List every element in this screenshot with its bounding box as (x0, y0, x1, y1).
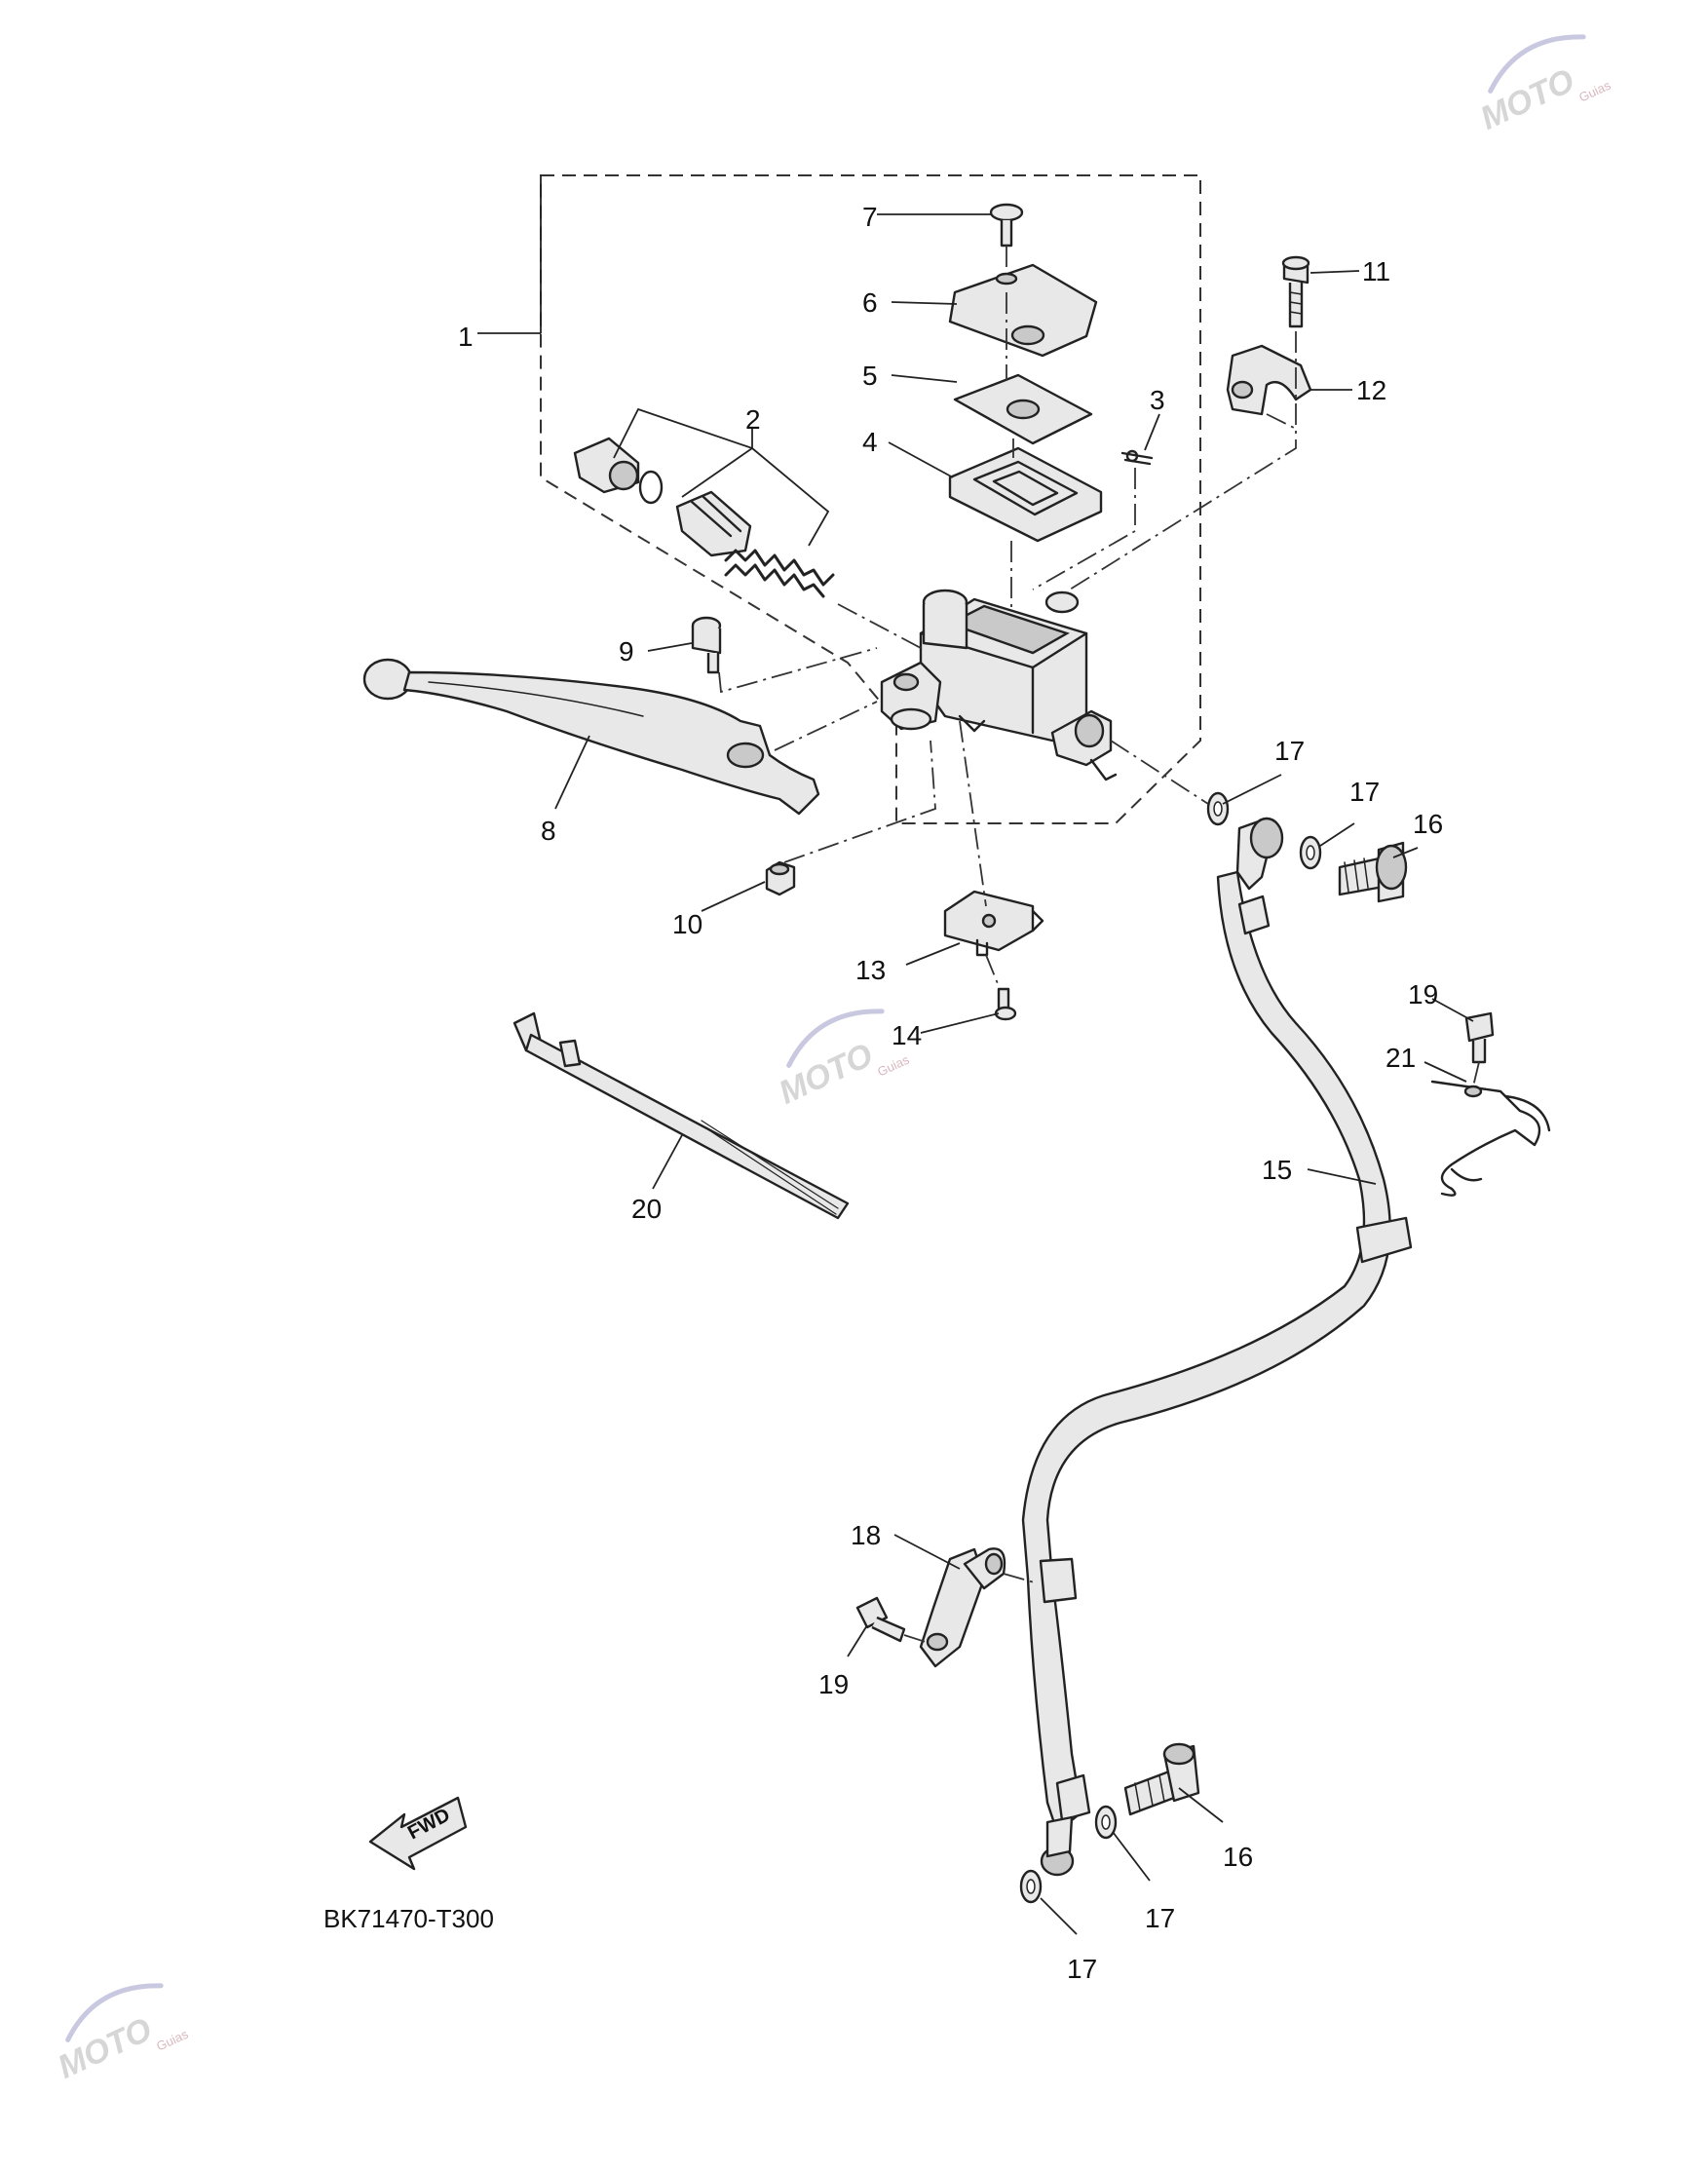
lever-bolt-9[interactable] (691, 616, 722, 674)
cap-screw-7[interactable] (989, 203, 1024, 248)
brake-lever-8[interactable] (362, 658, 820, 816)
label-part-12[interactable]: 12 (1356, 375, 1386, 405)
label-part-2[interactable]: 2 (745, 404, 761, 435)
label-part-5[interactable]: 5 (862, 361, 878, 391)
label-part-1[interactable]: 1 (458, 322, 474, 352)
holder-bolt-19-upper[interactable] (1464, 1011, 1495, 1064)
union-bolt-16-upper[interactable] (1338, 841, 1408, 903)
plate-5[interactable] (953, 373, 1093, 445)
diagram-code: BK71470-T300 (323, 1904, 494, 1933)
brake-hose-15[interactable] (1021, 817, 1413, 1877)
copper-washer-17-b[interactable] (1299, 835, 1322, 870)
svg-text:MOTO: MOTO (53, 2011, 158, 2086)
svg-text:Guias: Guias (875, 1051, 912, 1079)
label-part-16a[interactable]: 16 (1413, 809, 1443, 839)
reservoir-cap-6[interactable] (948, 263, 1098, 358)
svg-text:Guias: Guias (154, 2026, 191, 2053)
label-part-16b[interactable]: 16 (1223, 1842, 1253, 1872)
cotter-pin-3[interactable] (1120, 449, 1154, 466)
watermark-bottom-left: MOTO Guias (53, 1983, 191, 2086)
label-part-8[interactable]: 8 (541, 816, 556, 846)
nut-10[interactable] (765, 860, 796, 896)
label-part-11[interactable]: 11 (1362, 256, 1390, 286)
cable-tie-20[interactable] (512, 1011, 850, 1220)
label-part-21[interactable]: 21 (1385, 1043, 1416, 1073)
label-part-19b[interactable]: 19 (818, 1669, 849, 1699)
holder-bolt-19-lower[interactable] (855, 1596, 906, 1643)
label-part-17c[interactable]: 17 (1145, 1903, 1175, 1933)
diaphragm-4[interactable] (948, 446, 1103, 543)
label-part-17a[interactable]: 17 (1274, 736, 1305, 766)
label-part-20[interactable]: 20 (631, 1194, 662, 1224)
cylinder-kit-2[interactable] (573, 437, 835, 598)
label-part-13[interactable]: 13 (855, 955, 886, 985)
holder-bolt-11[interactable] (1281, 255, 1310, 328)
assembly-boundary (540, 174, 1201, 824)
label-part-3[interactable]: 3 (1150, 385, 1165, 415)
label-part-6[interactable]: 6 (862, 287, 878, 318)
master-cylinder-body[interactable] (880, 589, 1118, 781)
part-labels: 1 2 3 4 5 6 7 8 9 10 11 12 13 14 15 16 1… (458, 202, 1443, 1984)
label-part-14[interactable]: 14 (892, 1020, 922, 1050)
copper-washer-17-c[interactable] (1094, 1805, 1118, 1840)
brake-switch-13[interactable] (943, 890, 1044, 957)
label-part-7[interactable]: 7 (862, 202, 878, 232)
leader-lines (477, 175, 1474, 1935)
svg-text:MOTO: MOTO (774, 1037, 879, 1112)
svg-text:MOTO: MOTO (1475, 62, 1580, 137)
master-cylinder-holder-12[interactable] (1226, 344, 1312, 416)
copper-washer-17-a[interactable] (1206, 791, 1230, 826)
label-part-15[interactable]: 15 (1262, 1155, 1292, 1185)
label-part-9[interactable]: 9 (619, 636, 634, 667)
assembly-lines (718, 246, 1480, 1643)
fwd-direction-icon: FWD (368, 1796, 468, 1871)
copper-washer-17-d[interactable] (1019, 1869, 1043, 1904)
watermark-center: MOTO Guias (774, 1009, 912, 1112)
watermark-top-right: MOTO Guias (1475, 34, 1613, 137)
hose-holder-18[interactable] (919, 1547, 1006, 1668)
label-part-19a[interactable]: 19 (1408, 979, 1438, 1009)
label-part-4[interactable]: 4 (862, 427, 878, 457)
union-bolt-16-lower[interactable] (1123, 1742, 1200, 1816)
hose-guide-21[interactable] (1430, 1080, 1551, 1197)
label-part-18[interactable]: 18 (851, 1520, 881, 1550)
svg-text:Guias: Guias (1576, 77, 1613, 104)
label-part-10[interactable]: 10 (672, 909, 702, 939)
switch-screw-14[interactable] (994, 987, 1017, 1021)
label-part-17d[interactable]: 17 (1067, 1954, 1097, 1984)
label-part-17b[interactable]: 17 (1349, 777, 1380, 807)
